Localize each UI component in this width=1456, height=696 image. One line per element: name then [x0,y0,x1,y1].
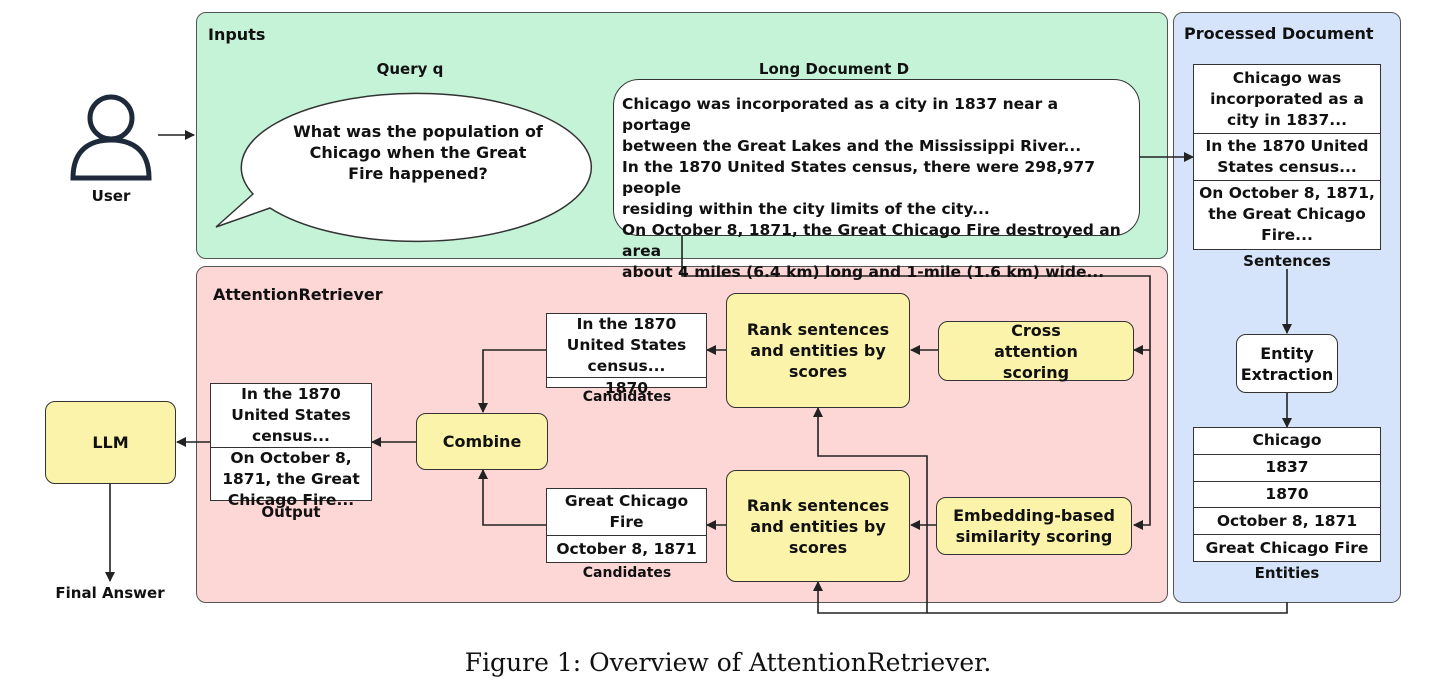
sentence-cell: On October 8, 1871, the Great Chicago Fi… [1194,179,1380,249]
entity-extraction-box: Entity Extraction [1236,334,1338,393]
figure-caption: Figure 1: Overview of AttentionRetriever… [464,648,992,677]
rank-box-bottom: Rank sentences and entities by scores [726,470,910,582]
retriever-title: AttentionRetriever [213,285,383,304]
output-label: Output [261,503,321,521]
output-cell: In the 1870 United States census... [231,385,351,445]
user-icon [70,94,152,181]
user-label: User [91,187,131,205]
sentence-cell: Chicago was incorporated as a city in 18… [1210,68,1364,129]
candidates-top-label: Candidates [582,389,672,405]
combine-box: Combine [416,413,548,470]
candidate-cell: Great Chicago Fire [564,492,689,532]
query-bubble [215,92,593,243]
entity-cell: Great Chicago Fire [1194,534,1380,561]
sentences-label: Sentences [1243,252,1331,270]
rank-box-top: Rank sentences and entities by scores [726,293,910,408]
sentence-cell: In the 1870 United States census... [1194,133,1380,180]
doc-line: residing within the city limits of the c… [622,200,990,218]
query-label: Query q [376,60,444,78]
doc-line: between the Great Lakes and the Mississi… [622,137,1082,155]
embedding-similarity-box: Embedding-based similarity scoring [936,497,1132,555]
llm-box: LLM [45,401,176,484]
doc-label: Long Document D [758,60,910,78]
candidates-bottom: Great Chicago Fire October 8, 1871 [546,488,707,563]
candidates-bottom-label: Candidates [582,565,672,581]
sentences-stack: Chicago was incorporated as a city in 18… [1193,64,1381,250]
doc-line: In the 1870 United States census, there … [622,158,1096,197]
candidate-cell: 1870 [547,377,706,399]
doc-line: Chicago was incorporated as a city in 18… [622,95,1059,134]
query-text: What was the population of Chicago when … [293,122,543,183]
output-stack: In the 1870 United States census... On O… [210,383,372,509]
processed-title: Processed Document [1184,24,1374,43]
candidates-top: In the 1870 United States census... 1870 [546,313,707,397]
candidate-cell: October 8, 1871 [547,535,706,562]
entity-cell: Chicago [1252,431,1322,450]
entity-cell: October 8, 1871 [1194,507,1380,534]
entities-label: Entities [1254,564,1320,582]
long-document: Chicago was incorporated as a city in 18… [613,79,1140,281]
cross-attention-box: Cross attention scoring [938,321,1134,382]
inputs-title: Inputs [208,25,266,44]
entities-stack: Chicago 1837 1870 October 8, 1871 Great … [1193,427,1381,562]
final-answer-label: Final Answer [55,584,165,602]
candidate-cell: In the 1870 United States census... [566,315,687,375]
entity-cell: 1837 [1194,453,1380,481]
entity-cell: 1870 [1194,480,1380,508]
output-cell: On October 8, 1871, the Great Chicago Fi… [211,447,371,511]
doc-line: about 4 miles (6.4 km) long and 1-mile (… [622,263,1105,281]
doc-line: On October 8, 1871, the Great Chicago Fi… [622,221,1121,260]
